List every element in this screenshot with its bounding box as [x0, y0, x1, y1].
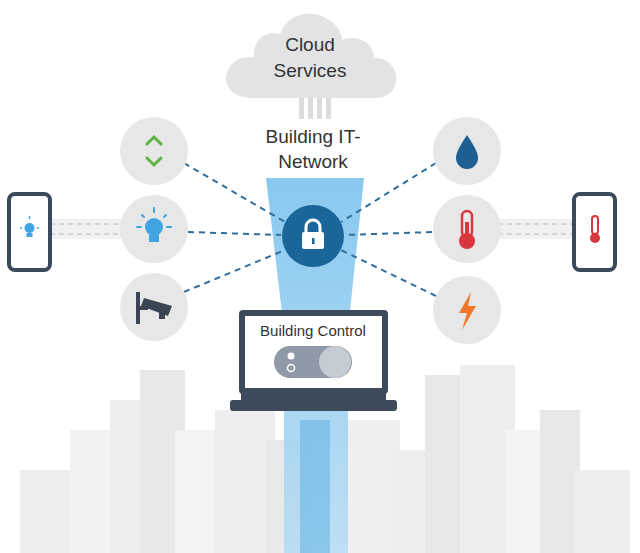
screen-title: Building Control: [245, 316, 382, 340]
bulb-icon: [137, 208, 171, 242]
cloud-node: Cloud Services: [222, 8, 398, 100]
phone-left: [9, 194, 50, 270]
power-icon: [459, 292, 476, 330]
dashed-links: [184, 163, 436, 296]
camera-icon: [136, 292, 172, 324]
cloud-pipes: [299, 97, 331, 119]
column-highlight: [300, 420, 330, 553]
water-icon: [456, 135, 478, 169]
toggle-switch: [273, 345, 353, 379]
thermometer-icon: [459, 211, 475, 249]
laptop-base: [230, 392, 397, 411]
updown-icon: [147, 137, 161, 165]
cloud-label: Cloud Services: [260, 24, 360, 84]
security-hub: [282, 205, 344, 267]
network-label: Building IT-Network: [246, 124, 380, 174]
phone-right: [574, 194, 615, 270]
laptop-screen: Building Control: [239, 310, 388, 394]
